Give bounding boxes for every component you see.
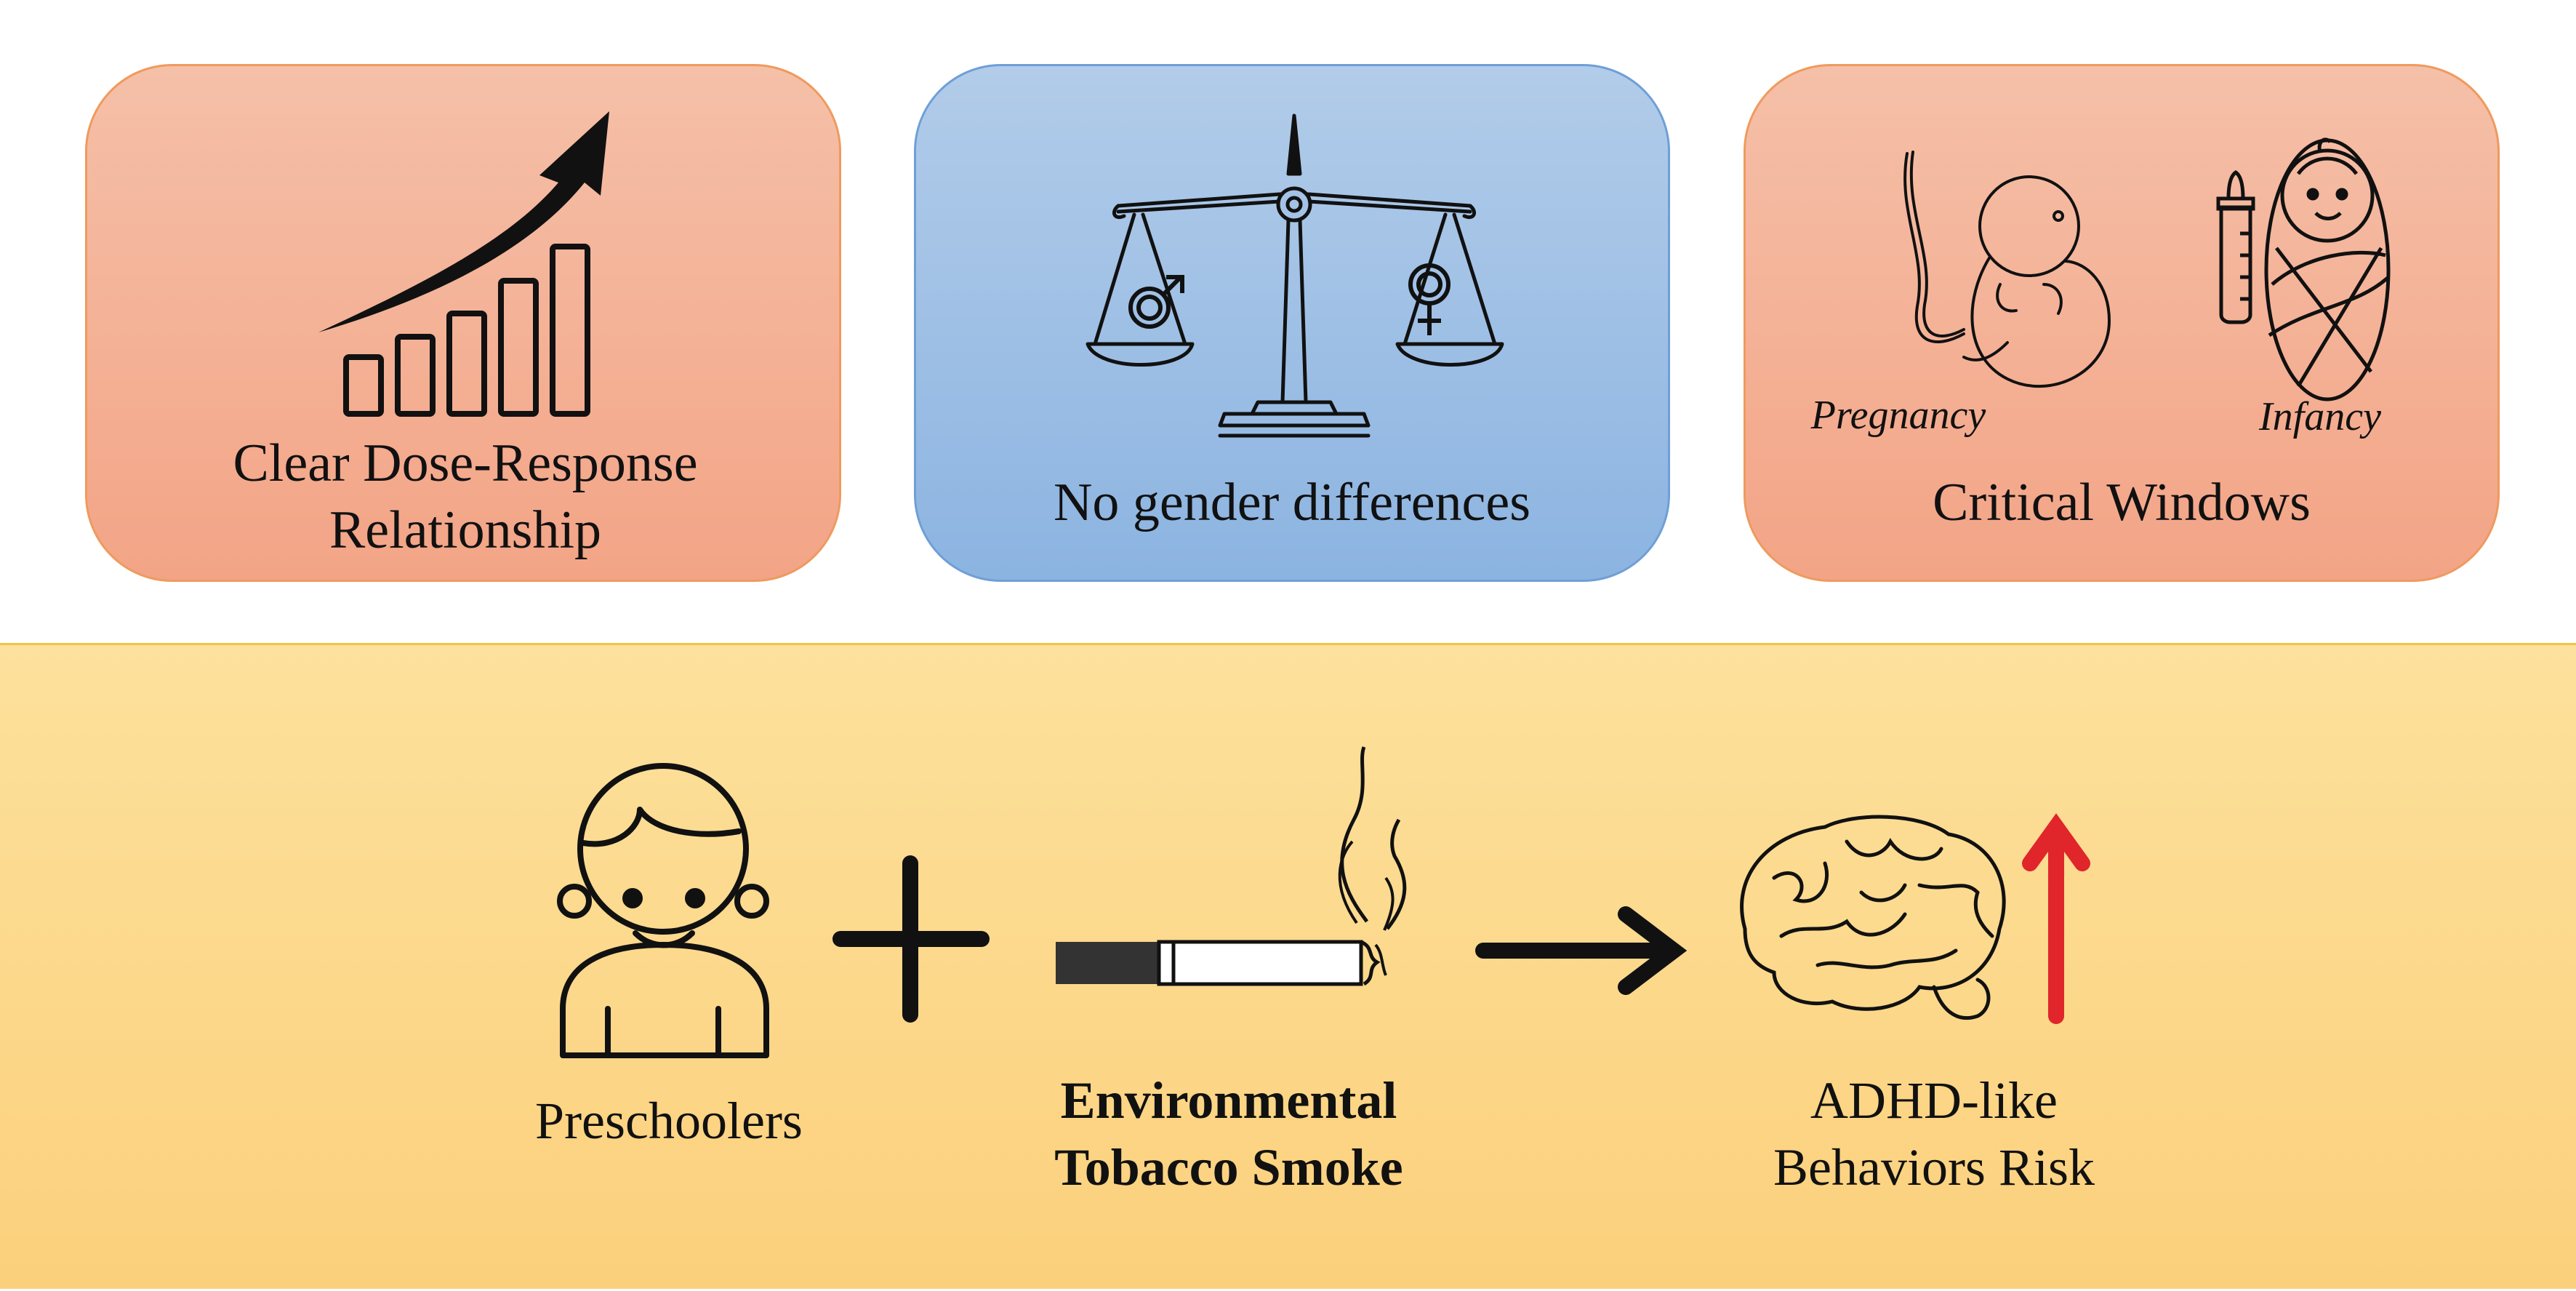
cigarette-icon: [1056, 746, 1407, 986]
pregnancy-label: Pregnancy: [1810, 393, 1986, 438]
exposure-label-line1: Environmental: [1060, 1071, 1397, 1130]
outcome-label-line2: Behaviors Risk: [1773, 1138, 2095, 1196]
swaddled-baby-icon: [2264, 137, 2391, 401]
dose-response-card: Clear Dose-Response Relationship: [85, 64, 841, 582]
outcome-label-line1: ADHD-like: [1810, 1071, 2058, 1130]
dose-response-title: Clear Dose-Response Relationship: [233, 433, 698, 560]
gender-title: No gender differences: [1053, 473, 1531, 532]
brain-icon: [1740, 815, 2006, 1020]
balance-scale-icon: [1086, 113, 1504, 438]
child-icon: [557, 763, 769, 1058]
critical-windows-title: Critical Windows: [1933, 473, 2311, 532]
rising-bars-arrow-icon: [318, 111, 609, 417]
outcome-label: ADHD-like Behaviors Risk: [1730, 1067, 2138, 1201]
male-symbol-icon: [1128, 275, 1184, 329]
exposure-label-line2: Tobacco Smoke: [1054, 1138, 1403, 1196]
exposure-label: Environmental Tobacco Smoke: [1032, 1067, 1425, 1201]
critical-windows-card: Pregnancy Infancy Critical Windows: [1744, 64, 2500, 582]
equation-panel: Preschoolers Environmental Tobacco Smoke…: [0, 643, 2576, 1289]
fetus-icon: [1903, 151, 2111, 388]
infancy-label: Infancy: [2259, 394, 2381, 439]
gender-card: No gender differences: [914, 64, 1670, 582]
right-arrow-icon: [1475, 906, 1688, 995]
baby-bottle-icon: [2216, 169, 2255, 324]
female-symbol-icon: [1408, 263, 1450, 335]
plus-icon: [832, 855, 990, 1023]
preschoolers-label: Preschoolers: [535, 1092, 803, 1150]
up-arrow-icon: [2022, 813, 2090, 1024]
